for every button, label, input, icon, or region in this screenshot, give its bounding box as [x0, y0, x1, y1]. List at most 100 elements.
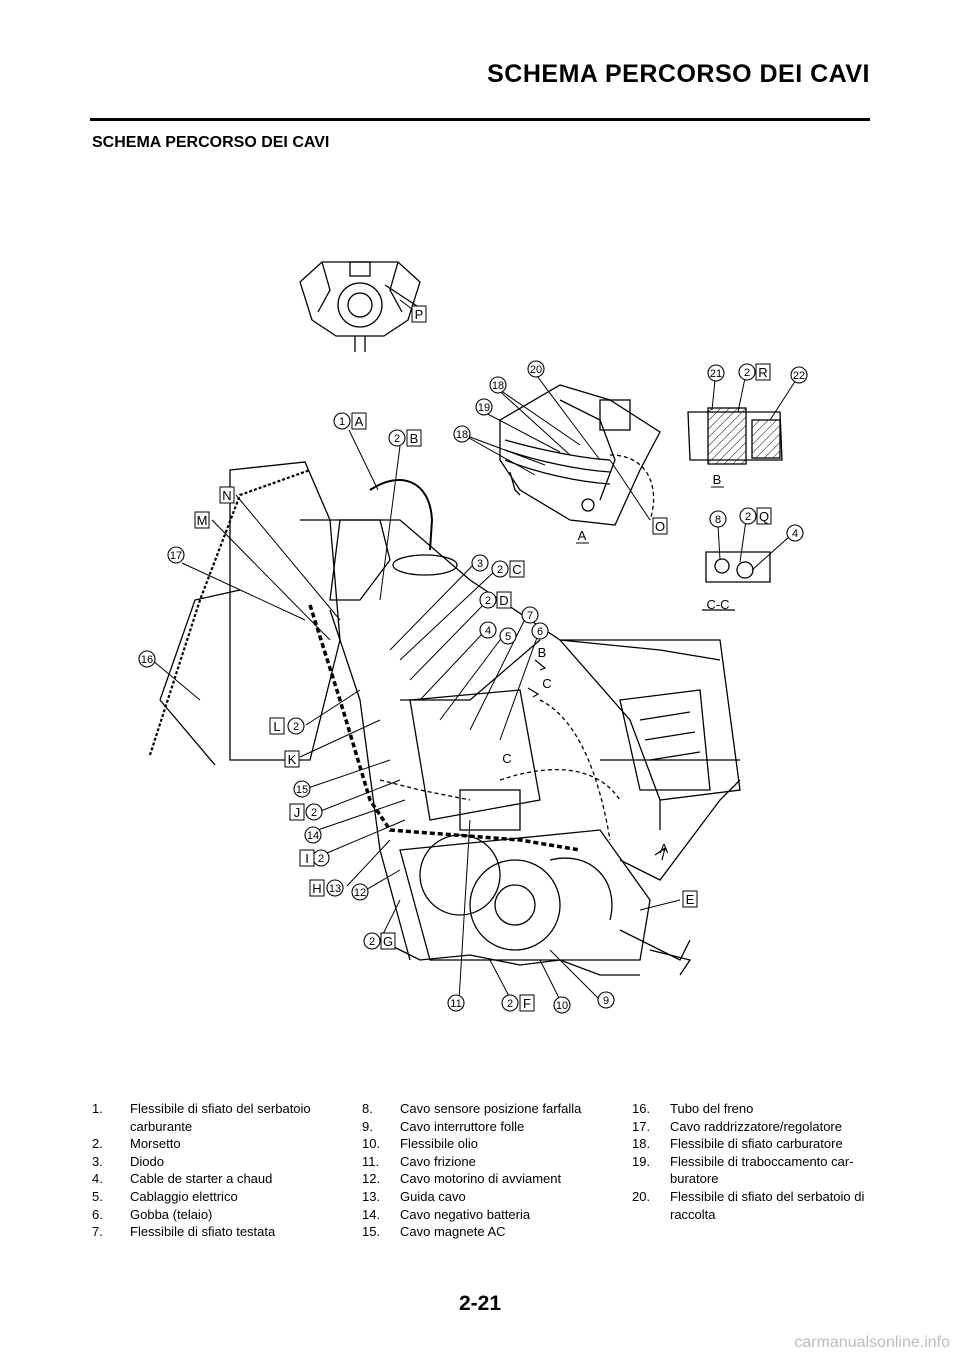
legend-num: 7. — [92, 1224, 103, 1240]
legend-num: 5. — [92, 1188, 103, 1204]
label-h: H — [312, 881, 321, 896]
legend-item: 19. Flessibile di traboccamento car-burat… — [632, 1153, 872, 1188]
legend-num: 1. — [92, 1101, 103, 1116]
legend-text: Cavo magnete AC — [400, 1224, 506, 1240]
legend-item: 1. Flessibile di sfiato del serbatoio car… — [92, 1100, 352, 1135]
label-r: R — [758, 365, 767, 380]
legend-text: Cavo raddrizzatore/regolatore — [670, 1118, 842, 1134]
legend-text: Cavo frizione — [400, 1153, 476, 1169]
legend-item: 12. Cavo motorino di avviament — [362, 1170, 622, 1188]
label-o: O — [655, 519, 665, 534]
callout-20-text: 20 — [530, 364, 542, 376]
legend-item: 9. Cavo interruttore folle — [362, 1118, 622, 1136]
legend-column-1: 1. Flessibile di sfiato del serbatoio car… — [92, 1100, 352, 1241]
callout-2q-text: 2 — [745, 511, 751, 523]
legend-num: 9. — [362, 1118, 373, 1134]
legend-num: 3. — [92, 1153, 103, 1169]
callout-7 — [521, 606, 539, 624]
label-p: P — [415, 307, 424, 322]
label-q: Q — [759, 509, 769, 524]
legend-text: Cavo interruttore folle — [400, 1118, 525, 1134]
legend-item: 10. Flessibile olio — [362, 1135, 622, 1153]
callout-12 — [351, 883, 369, 901]
number-callouts — [138, 360, 808, 1014]
legend-item: 20.Flessibile di sfiato del serbatoio di… — [632, 1188, 872, 1223]
legend-num: 14. — [362, 1206, 381, 1222]
callout-18a-text: 18 — [492, 380, 504, 392]
view-labels: A B C-C B C C A — [502, 472, 729, 856]
legend-item: 14. Cavo negativo batteria — [362, 1206, 622, 1224]
callout-17-text: 17 — [170, 550, 182, 562]
callout-2-l — [287, 717, 305, 735]
callout-17 — [167, 546, 185, 564]
legend-num: 4. — [92, 1171, 103, 1187]
callout-10 — [553, 996, 571, 1014]
callout-5 — [499, 627, 517, 645]
callout-2-c — [491, 560, 509, 578]
legend-item: 4.Cable de starter a chaud — [92, 1170, 352, 1188]
callout-7-text: 7 — [527, 610, 533, 622]
callout-6-text: 6 — [537, 626, 543, 638]
section-cc-detail — [702, 551, 771, 611]
legend-text: Tubo del freno — [670, 1101, 754, 1116]
callout-5-text: 5 — [505, 631, 511, 643]
legend-text: Flessibile olio — [400, 1136, 479, 1152]
legend-text: Flessibile di sfiato del serbatoio carbu… — [130, 1101, 311, 1134]
view-arrows — [527, 659, 666, 861]
legend-item: 2.Morsetto — [92, 1135, 352, 1153]
callout-9 — [597, 991, 615, 1009]
legend-num: 16. — [632, 1101, 651, 1116]
callout-4-text: 4 — [485, 625, 491, 637]
label-b: B — [410, 431, 419, 446]
callout-16 — [138, 650, 156, 668]
legend-text: Flessibile di sfiato testata — [130, 1224, 276, 1240]
legend-text: Flessibile di traboccamento car-buratore — [670, 1153, 854, 1187]
callout-2b-text: 2 — [394, 433, 400, 445]
arrow-label-a: A — [660, 841, 669, 856]
legend-text: Cavo negativo batteria — [400, 1206, 531, 1222]
legend-num: 19. — [632, 1153, 651, 1169]
callout-13 — [326, 879, 344, 897]
section-b-detail — [687, 407, 783, 465]
legend-num: 10. — [362, 1136, 381, 1152]
view-label-cc: C-C — [706, 597, 729, 612]
legend-text: Cavo motorino di avviament — [400, 1171, 562, 1187]
callout-15-text: 15 — [296, 784, 308, 796]
callout-1-text: 1 — [339, 416, 345, 428]
label-c: C — [512, 562, 521, 577]
headlight-detail — [299, 261, 421, 352]
legend-num: 12. — [362, 1171, 381, 1187]
legend-num: 20. — [632, 1188, 651, 1204]
leader-lines — [151, 299, 797, 1001]
callout-2d-text: 2 — [485, 595, 491, 607]
page-header-title: SCHEMA PERCORSO DEI CAVI — [487, 60, 870, 88]
legend-text: Flessibile di sfiato carburatore — [670, 1136, 843, 1152]
callout-2l-text: 2 — [293, 721, 299, 733]
legend-item: 3. Diodo — [92, 1153, 352, 1171]
callout-2f-text: 2 — [507, 998, 513, 1010]
legend-text: Cavo sensore posizione farfalla — [400, 1101, 582, 1116]
legend-num: 2. — [92, 1136, 103, 1152]
label-g: G — [383, 934, 393, 949]
engine-frame-drawing — [148, 461, 741, 976]
callout-2-b — [388, 429, 406, 447]
legend-item: 5.Cablaggio elettrico — [92, 1188, 352, 1206]
view-label-b: B — [713, 472, 722, 487]
callout-2-g — [363, 932, 381, 950]
legend-item: 18.Flessibile di sfiato carburatore — [632, 1135, 872, 1153]
callout-22-text: 22 — [793, 370, 805, 382]
view-label-a: A — [578, 528, 587, 543]
legend-item: 17.Cavo raddrizzatore/regolatore — [632, 1118, 872, 1136]
legend-item: 15.Cavo magnete AC — [362, 1223, 622, 1241]
label-d: D — [499, 593, 508, 608]
letter-label-texts: A B C D E F G H I J K L M N O P Q R — [197, 307, 769, 1011]
callout-3 — [471, 554, 489, 572]
callout-19 — [475, 398, 493, 416]
callout-14 — [304, 826, 322, 844]
callout-2r-text: 2 — [744, 367, 750, 379]
legend-text: Diodo — [130, 1153, 164, 1169]
callout-2j-text: 2 — [311, 807, 317, 819]
legend-item: 13.Guida cavo — [362, 1188, 622, 1206]
callout-2i-text: 2 — [318, 853, 324, 865]
